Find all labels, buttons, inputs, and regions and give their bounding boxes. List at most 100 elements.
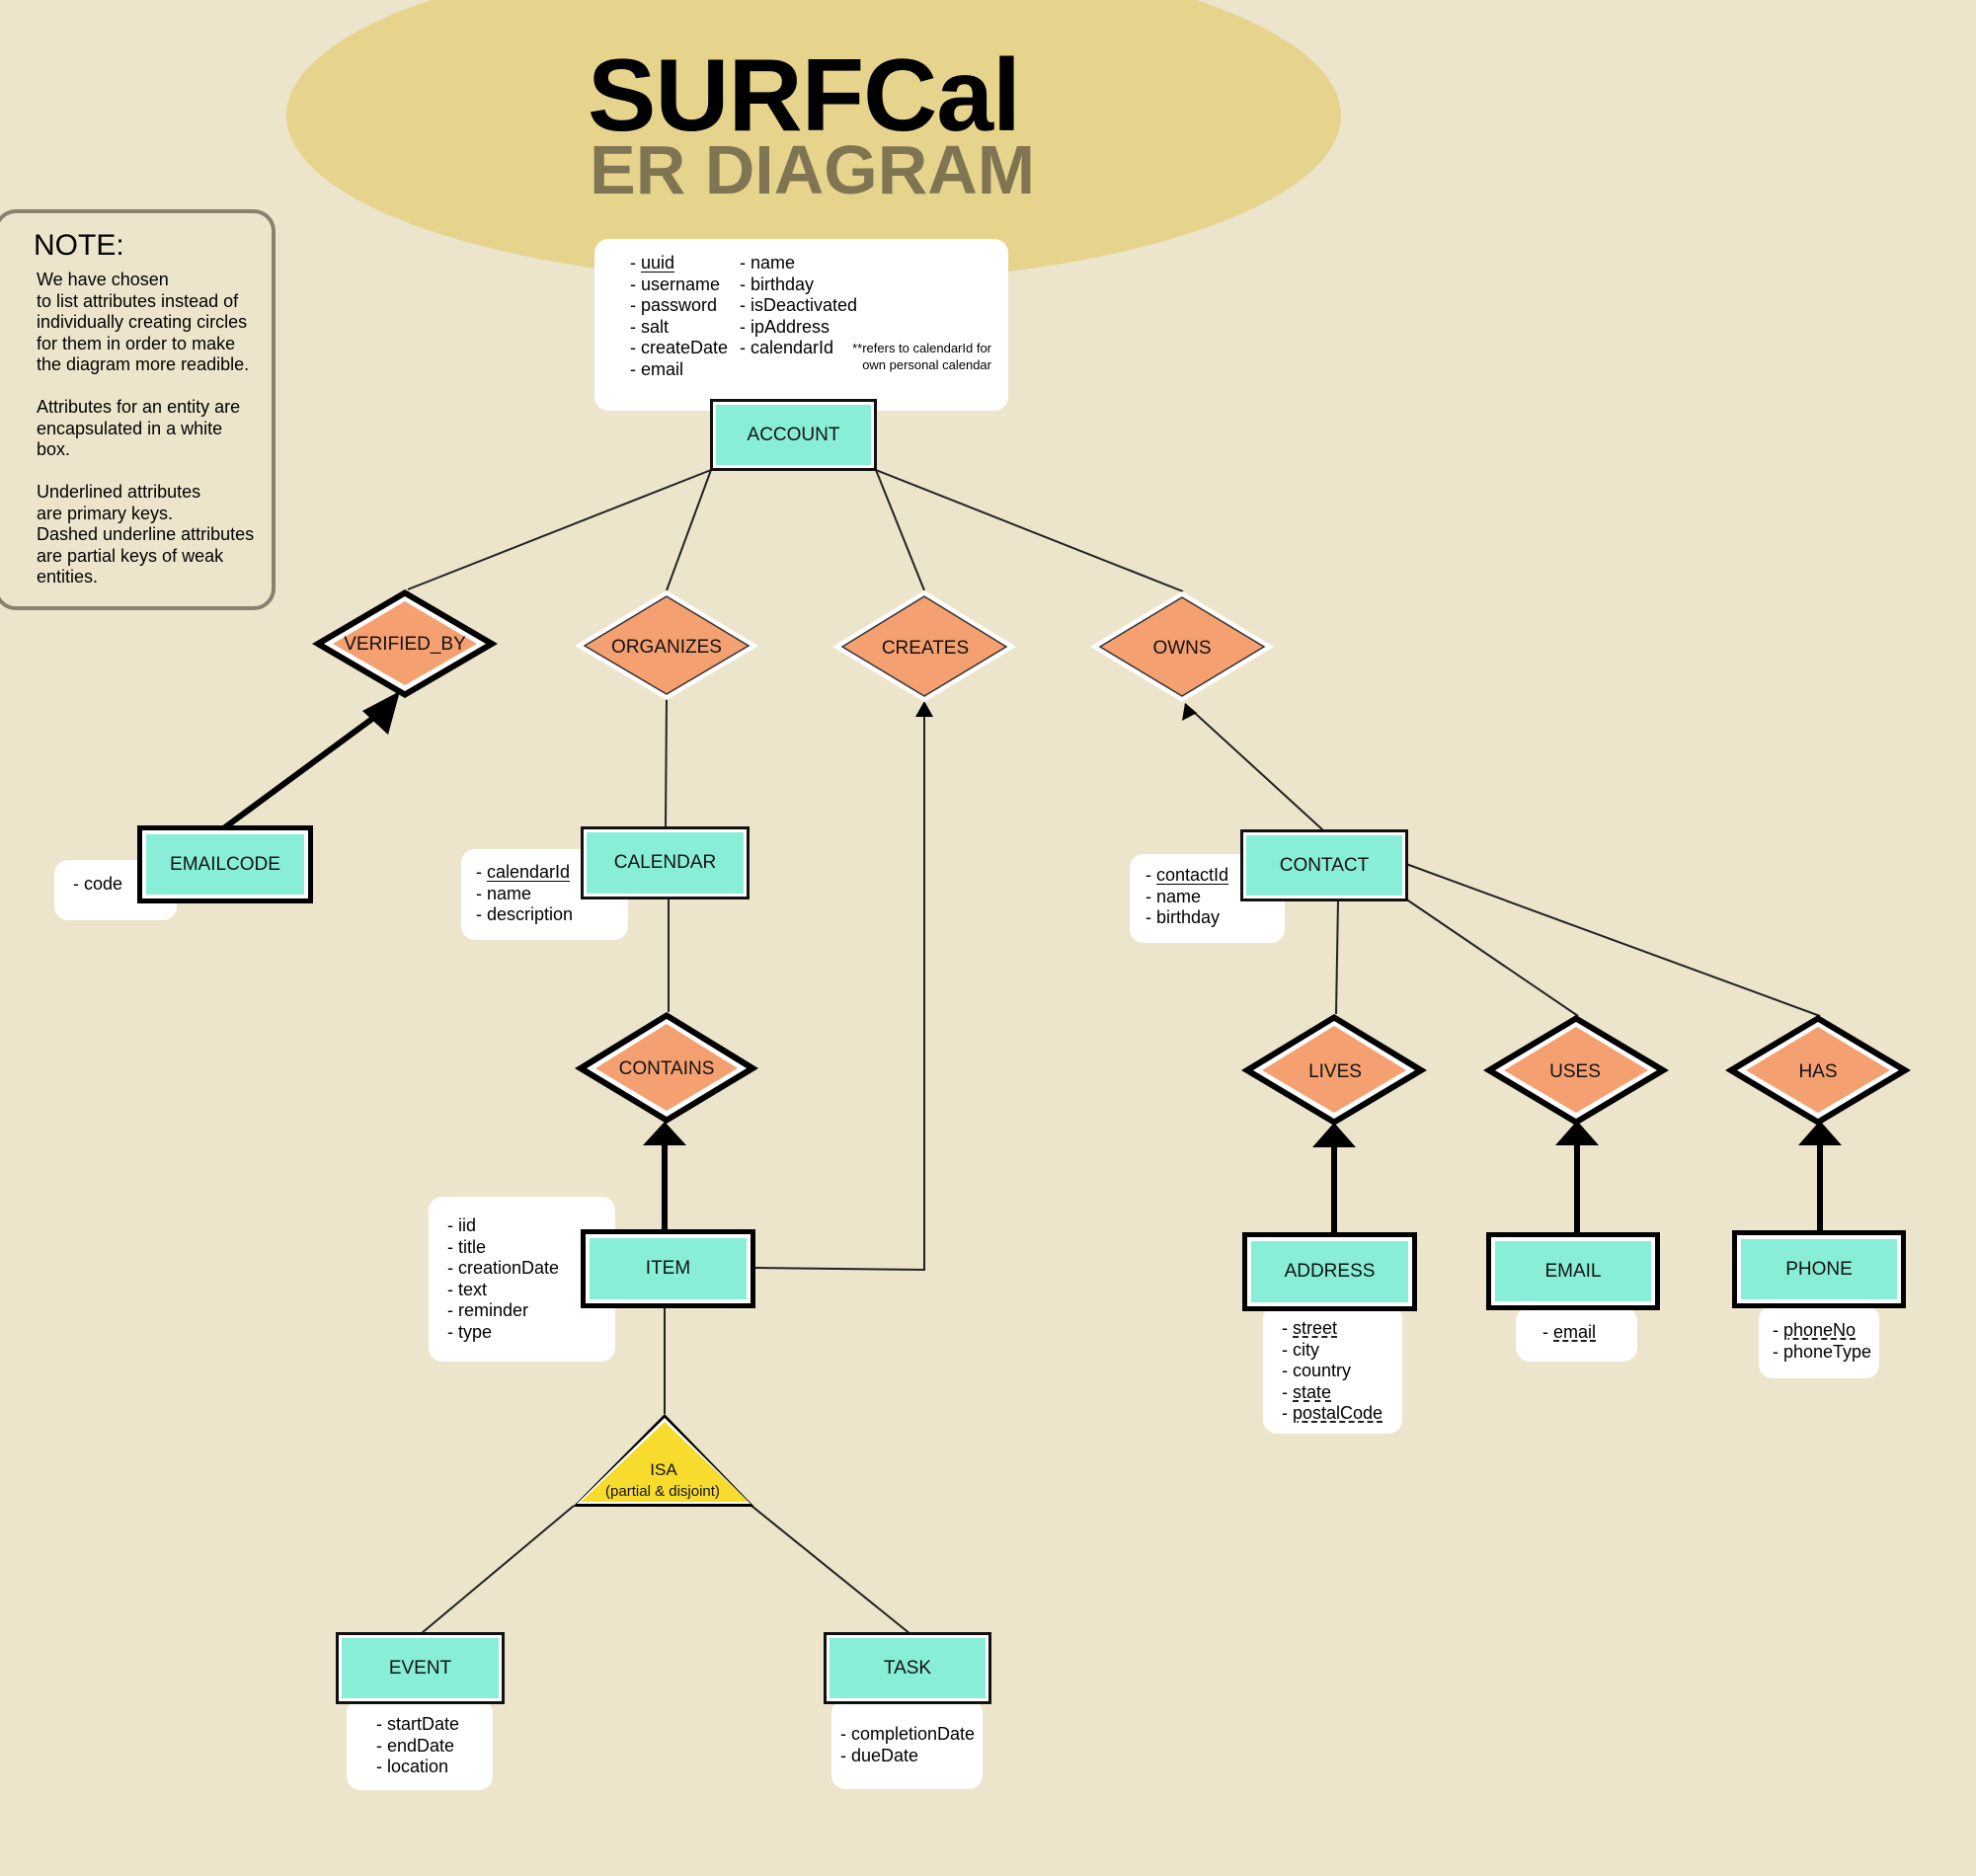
uses-label: USES <box>1549 1061 1601 1082</box>
address-partial-attr: - state <box>1282 1381 1332 1402</box>
creates-label: CREATES <box>882 638 969 659</box>
entity-event: EVENT <box>336 1632 505 1704</box>
contact-owns-line <box>1184 703 1324 831</box>
account-creates-line <box>875 469 925 591</box>
contact-lives-line <box>1335 899 1339 1015</box>
phone-attr: - phoneType <box>1773 1341 1872 1362</box>
organizes-label: ORGANIZES <box>611 637 722 658</box>
event-attr: - endDate <box>376 1735 455 1756</box>
account-attr: - birthday <box>740 274 815 294</box>
address-attr: - city <box>1282 1339 1319 1360</box>
event-attr: - startDate <box>376 1714 460 1734</box>
has-diamond <box>1725 1015 1911 1126</box>
organizes-calendar-line <box>665 698 668 829</box>
contains-label: CONTAINS <box>619 1058 715 1079</box>
diagram-title: SURFCal <box>588 39 1021 153</box>
account-attr: - username <box>630 274 721 294</box>
account-attr: - password <box>630 295 718 315</box>
account-owns-line <box>875 469 1184 592</box>
entity-address: ADDRESS <box>1242 1232 1417 1311</box>
diagram-subtitle: ER DIAGRAM <box>590 131 1036 208</box>
calendar-attr: - description <box>476 904 574 924</box>
item-attr: - type <box>447 1321 493 1342</box>
address-partial-attr: - street <box>1282 1318 1338 1338</box>
contains-diamond <box>575 1012 758 1124</box>
isa-label: ISA <box>650 1460 677 1479</box>
creates-diamond <box>832 590 1016 702</box>
note-box: NOTE: We have chosen to list attributes … <box>0 209 276 610</box>
entity-calendar: CALENDAR <box>581 826 750 899</box>
email-partial-attr: - email <box>1542 1322 1597 1342</box>
item-attr: - title <box>447 1236 487 1257</box>
owns-diamond <box>1090 591 1274 702</box>
account-attr: - createDate <box>630 338 729 357</box>
lives-arrowhead <box>1312 1123 1356 1147</box>
entity-emailcode: EMAILCODE <box>137 825 313 903</box>
contact-uses-line <box>1404 898 1579 1017</box>
contact-attr: - birthday <box>1146 907 1221 927</box>
entity-phone: PHONE <box>1732 1230 1906 1308</box>
contains-arrowhead <box>643 1122 686 1145</box>
task-attributes: - completionDate - dueDate <box>831 1699 983 1789</box>
owns-label: OWNS <box>1152 638 1211 659</box>
calendar-attr: - name <box>476 883 532 903</box>
emailcode-attr: - code <box>73 874 123 894</box>
account-organizes-line <box>666 469 712 591</box>
account-attr: - calendarId <box>740 338 834 357</box>
entity-contact: CONTACT <box>1240 829 1408 901</box>
verified-by-diamond <box>312 589 498 698</box>
item-attr: - creationDate <box>447 1258 560 1278</box>
item-attr: - reminder <box>447 1300 529 1320</box>
address-partial-attr: - postalCode <box>1282 1403 1383 1423</box>
account-attr: - salt <box>630 316 670 337</box>
entity-email: EMAIL <box>1486 1232 1660 1310</box>
account-attributes: - uuid - username - password - salt - cr… <box>594 239 1008 411</box>
lives-label: LIVES <box>1308 1061 1362 1082</box>
address-attributes: - street - city - country - state - post… <box>1263 1305 1402 1434</box>
title-ellipse <box>286 0 1341 283</box>
isa-triangle: ISA (partial & disjoint) <box>573 1414 754 1507</box>
calendar-pk-attr: - calendarId <box>476 862 571 882</box>
verified-by-label: VERIFIED_BY <box>344 634 466 655</box>
phone-partial-attr: - phoneNo <box>1773 1320 1857 1340</box>
item-creates-line <box>752 703 925 1272</box>
event-attr: - location <box>376 1757 449 1776</box>
isa-task-line <box>751 1505 911 1635</box>
account-verified-line <box>407 469 712 590</box>
task-attr: - dueDate <box>840 1745 919 1765</box>
lives-diamond <box>1241 1014 1427 1126</box>
thick-lines <box>220 710 1823 1235</box>
connector-lines <box>407 469 1821 1635</box>
account-attr: - isDeactivated <box>740 295 858 315</box>
email-attributes: - email <box>1516 1307 1637 1362</box>
contact-has-line <box>1405 863 1821 1017</box>
entity-account: ACCOUNT <box>710 399 877 471</box>
item-attr: - text <box>447 1279 488 1299</box>
account-attr-col1: - uuid - username - password - salt - cr… <box>630 253 728 380</box>
verified-arrowhead <box>362 691 400 735</box>
creates-arrowhead <box>915 701 933 717</box>
owns-arrowhead <box>1182 703 1197 721</box>
account-attr: - ipAddress <box>740 316 830 337</box>
task-attr: - completionDate <box>840 1724 976 1744</box>
emailcode-verified-line <box>220 710 382 832</box>
contact-pk-attr: - contactId <box>1146 865 1229 885</box>
calendar-id-footnote: **refers to calendarId for own personal … <box>852 341 991 372</box>
phone-attributes: - phoneNo - phoneType <box>1759 1305 1879 1378</box>
has-label: HAS <box>1798 1061 1837 1082</box>
address-attr: - country <box>1282 1361 1352 1380</box>
organizes-diamond <box>575 590 758 700</box>
item-attr: - iid <box>447 1215 477 1235</box>
has-arrowhead <box>1798 1121 1842 1145</box>
uses-diamond <box>1483 1015 1669 1126</box>
note-heading: NOTE: <box>34 229 124 262</box>
arrowheads <box>362 691 1842 1147</box>
contact-attr: - name <box>1146 886 1202 906</box>
isa-event-line <box>421 1505 575 1634</box>
account-attr: - name <box>740 253 796 273</box>
event-attributes: - startDate - endDate - location <box>347 1699 493 1790</box>
entity-item: ITEM <box>581 1229 755 1308</box>
note-text: We have chosen to list attributes instea… <box>37 270 255 586</box>
account-attr-col2: - name - birthday - isDeactivated - ipAd… <box>740 253 857 359</box>
